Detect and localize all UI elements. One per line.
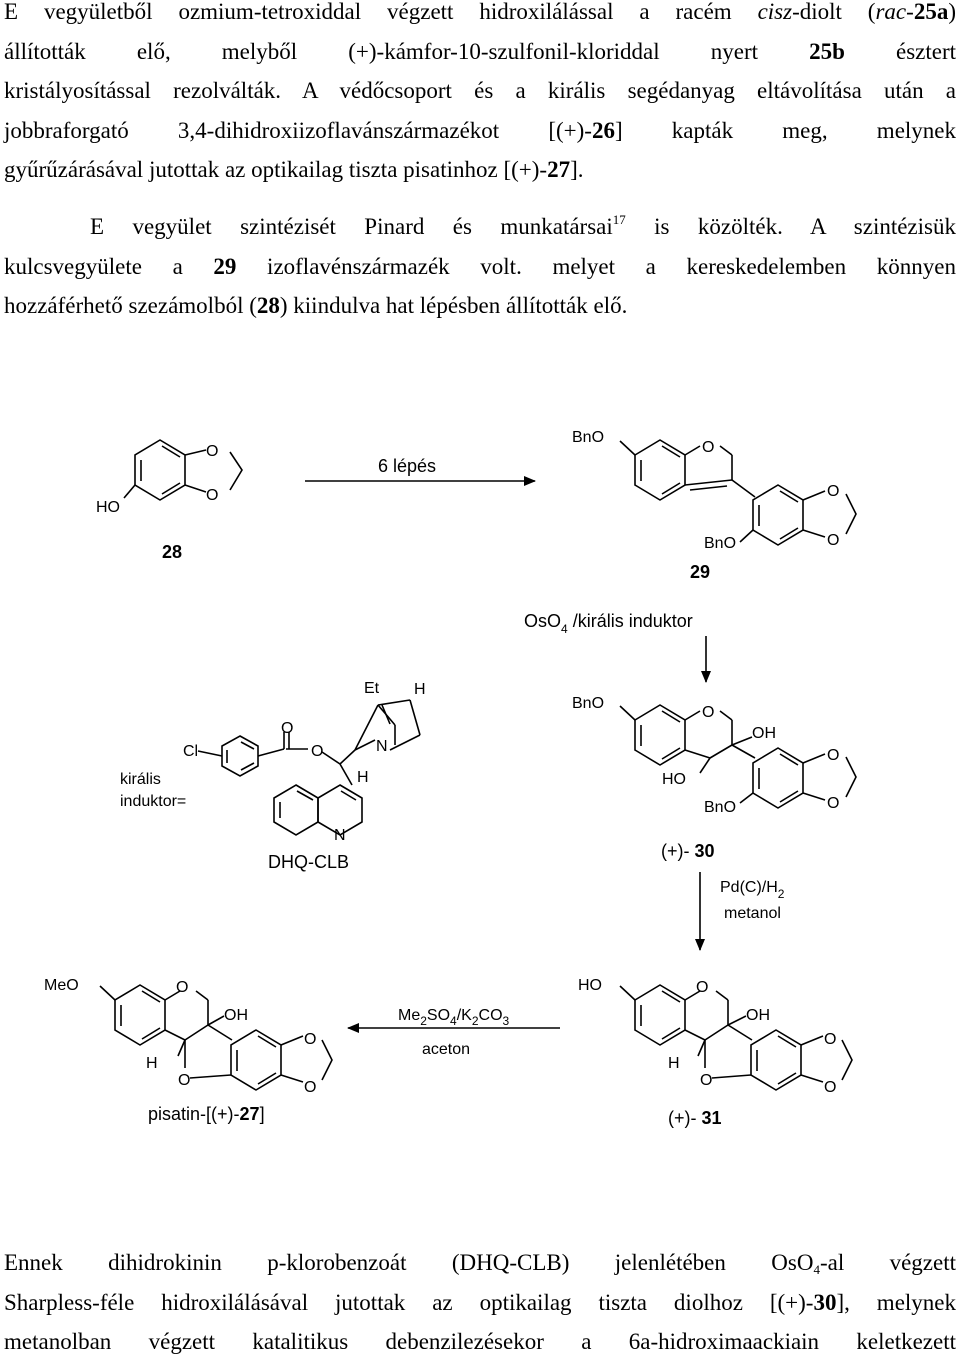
compound-28-label: 28: [162, 542, 182, 562]
atom-label: H: [668, 1055, 680, 1072]
text-line: E vegyületből ozmium-tetroxiddal végzett…: [4, 0, 956, 24]
atom-label: O: [281, 720, 293, 737]
atom-label: H: [414, 681, 426, 698]
atom-label: O: [700, 1072, 712, 1089]
atom-label: OH: [752, 725, 776, 742]
atom-label: H: [146, 1055, 158, 1072]
inductor-label: királis: [120, 771, 161, 788]
atom-label: O: [176, 979, 188, 996]
atom-label: BnO: [704, 535, 736, 552]
atom-label: O: [827, 747, 839, 764]
atom-label: O: [304, 1031, 316, 1048]
atom-label: BnO: [572, 695, 604, 712]
compound-29-label: 29: [690, 562, 710, 582]
atom-label: Cl: [183, 743, 198, 760]
compound-30-structure: BnO O OH HO O O BnO: [572, 695, 857, 816]
atom-label: O: [827, 795, 839, 812]
text-line: állították elő, melyből (+)-kámfor-10-sz…: [4, 38, 957, 64]
compound-27-structure: MeO O OH H O O O: [44, 977, 333, 1096]
reagent-label: Pd(C)/H2: [720, 879, 785, 901]
atom-label: OH: [224, 1007, 248, 1024]
atom-label: HO: [662, 771, 686, 788]
compound-27-label: pisatin-[(+)-27]: [148, 1104, 265, 1124]
atom-label: N: [334, 827, 346, 844]
atom-label: N: [376, 738, 388, 755]
atom-label: O: [696, 979, 708, 996]
dhq-clb-label: DHQ-CLB: [268, 852, 349, 872]
paragraph-3: Ennek dihidrokinin p-klorobenzoát (DHQ-C…: [4, 1243, 956, 1362]
text-line: hozzáférhető szezámolból (28) kiindulva …: [4, 293, 628, 318]
atom-label: O: [304, 1079, 316, 1096]
reagent-label: aceton: [422, 1041, 470, 1058]
atom-label: O: [206, 487, 218, 504]
compound-31-structure: HO O OH H O O O: [578, 977, 853, 1096]
text-line: kulcsvegyülete a 29 izoflavénszármazék v…: [4, 253, 956, 279]
atom-label: O: [702, 439, 714, 456]
text-line: E vegyület szintézisét Pinard és munkatá…: [90, 212, 956, 239]
atom-label: O: [206, 443, 218, 460]
atom-label: HO: [578, 977, 602, 994]
inductor-label: induktor=: [120, 793, 186, 810]
text-line: gyűrűzárásával jutottak az optikailag ti…: [4, 157, 584, 182]
reagent-label: OsO4 /királis induktor: [524, 611, 693, 636]
atom-label: O: [178, 1072, 190, 1089]
atom-label: Et: [364, 680, 380, 697]
text-line: jobbraforgató 3,4-dihidroxiizoflavánszár…: [4, 117, 957, 143]
atom-label: O: [827, 483, 839, 500]
atom-label: O: [827, 532, 839, 549]
text-line: kristályosítással rezolválták. A védőcso…: [4, 78, 956, 103]
text-line: Ennek dihidrokinin p-klorobenzoát (DHQ-C…: [4, 1250, 957, 1277]
step-label: 6 lépés: [378, 456, 436, 476]
atom-label: O: [824, 1079, 836, 1096]
compound-28-structure: O O HO: [96, 439, 243, 516]
paragraph-1: E vegyületből ozmium-tetroxiddal végzett…: [4, 0, 956, 190]
compound-29-structure: BnO O O O BnO: [572, 429, 857, 552]
atom-label: H: [357, 769, 369, 786]
reagent-label: metanol: [724, 905, 781, 922]
text-line: Sharpless-féle hidroxilálásával jutottak…: [4, 1289, 957, 1315]
atom-label: O: [311, 743, 323, 760]
paragraph-2: E vegyület szintézisét Pinard és munkatá…: [4, 207, 956, 326]
reagent-label: Me2SO4/K2CO3: [398, 1007, 510, 1028]
atom-label: MeO: [44, 977, 79, 994]
atom-label: BnO: [704, 799, 736, 816]
atom-label: O: [702, 704, 714, 721]
atom-label: OH: [746, 1007, 770, 1024]
dhq-clb-structure: Cl O O H N N Et H: [183, 680, 426, 844]
reaction-scheme: O O HO 28 6 lépés BnO O O O BnO 29 OsO4 …: [44, 429, 857, 1128]
text-line: metanolban végzett katalitikus debenzile…: [4, 1329, 956, 1354]
compound-30-label: (+)- 30: [661, 841, 715, 861]
atom-label: BnO: [572, 429, 604, 446]
compound-31-label: (+)- 31: [668, 1108, 722, 1128]
atom-label: O: [824, 1031, 836, 1048]
atom-label: HO: [96, 499, 120, 516]
